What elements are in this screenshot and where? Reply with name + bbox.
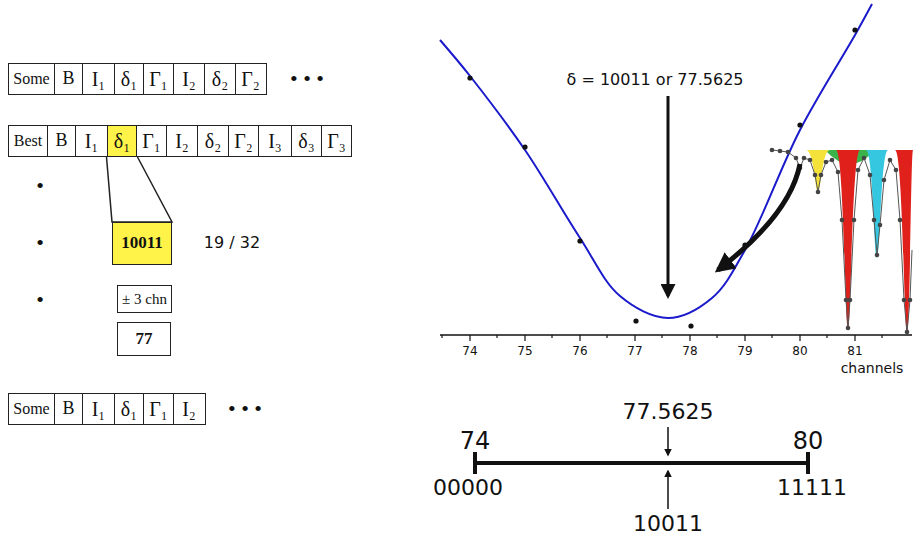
gene-box: δ₁ (107, 125, 138, 157)
gene-box: δ₁ (114, 63, 145, 95)
box-text: I₃ (268, 130, 282, 152)
bullet: • (36, 231, 44, 255)
number-line-min: 74 (460, 428, 491, 454)
box-text: Γ₁ (142, 130, 161, 152)
range-box: ± 3 chn (117, 285, 172, 313)
binary-max: 11111 (777, 476, 847, 500)
box-text: B (62, 399, 74, 419)
binary-value: 10011 (633, 512, 703, 536)
box-text: B (62, 69, 74, 89)
gene-box: I₂ (173, 63, 206, 95)
gene-box: I₂ (173, 393, 206, 425)
box-text: I₂ (182, 68, 196, 90)
box-text: B (55, 131, 67, 151)
ellipsis: • • • (228, 397, 262, 421)
box-text: 10011 (121, 234, 163, 253)
axis-tick-label: 77 (627, 345, 642, 358)
gene-box: B (47, 125, 77, 157)
gene-box: Γ₂ (235, 63, 267, 95)
box-text: δ₁ (114, 130, 130, 152)
fit-curve (440, 4, 872, 318)
box-text: δ₂ (212, 68, 228, 90)
gene-box: Γ₁ (143, 63, 174, 95)
box-text: Γ₃ (327, 130, 346, 152)
box-text: δ₁ (121, 398, 137, 420)
number-line-value: 77.5625 (623, 400, 714, 424)
gene-box: B (54, 63, 84, 95)
gene-box: Best (8, 125, 48, 157)
spectrum-inset (770, 148, 913, 335)
box-text: Γ₂ (234, 130, 253, 152)
ellipsis: • • • (290, 67, 324, 91)
gene-box: B (54, 393, 84, 425)
axis-tick-label: 75 (517, 345, 532, 358)
box-text: I₂ (175, 130, 189, 152)
box-text: δ₁ (121, 68, 137, 90)
box-text: Some (13, 400, 49, 418)
axis-tick-label: 78 (682, 345, 697, 358)
number-line-max: 80 (793, 428, 824, 454)
gene-box: δ₁ (114, 393, 145, 425)
box-text: δ₂ (205, 130, 221, 152)
axis-title: channels (841, 361, 904, 376)
axis-ticks (442, 335, 882, 341)
binary-min: 00000 (433, 476, 503, 500)
axis-tick-label: 81 (847, 345, 862, 358)
data-points (467, 27, 857, 328)
gene-box: Γ₁ (143, 393, 174, 425)
box-text: Some (13, 70, 49, 88)
box-text: 77 (136, 330, 153, 349)
box-text: Γ₁ (149, 68, 168, 90)
fraction-label: 19 / 32 (204, 234, 260, 252)
value-annotation: δ = 10011 or 77.5625 (567, 71, 744, 89)
bullet: • (36, 288, 44, 312)
box-text: I₂ (182, 398, 196, 420)
gene-box: I₁ (82, 63, 115, 95)
box-text: I₁ (92, 68, 106, 90)
gene-box: I₃ (258, 125, 292, 157)
gene-box: δ₂ (204, 63, 236, 95)
axis-tick-label: 79 (737, 345, 752, 358)
gene-box: I₁ (75, 125, 108, 157)
box-text: Best (14, 132, 42, 150)
axis-line (440, 334, 912, 336)
minimum-arrow (667, 96, 670, 296)
box-text: I₁ (85, 130, 99, 152)
gene-box: δ₃ (291, 125, 323, 157)
bullet: • (36, 174, 44, 198)
gene-box: I₁ (82, 393, 115, 425)
zoom-connector (107, 157, 173, 222)
axis-tick-label: 80 (792, 345, 807, 358)
box-text: δ₃ (298, 130, 314, 152)
box-text: Γ₁ (149, 398, 168, 420)
binary-gene-box: 10011 (112, 222, 172, 265)
gene-box: Γ₂ (228, 125, 260, 157)
gene-box: Some (8, 393, 55, 425)
gene-box: δ₂ (197, 125, 229, 157)
gene-box: Γ₃ (321, 125, 352, 157)
box-text: ± 3 chn (122, 291, 167, 308)
box-text: Γ₂ (241, 68, 260, 90)
inset-arrow (718, 164, 800, 270)
axis-tick-label: 76 (572, 345, 587, 358)
gene-box: Some (8, 63, 55, 95)
box-text: I₁ (92, 398, 106, 420)
gene-box: I₂ (166, 125, 199, 157)
gene-box: Γ₁ (136, 125, 167, 157)
number-line (475, 427, 808, 509)
axis-tick-label: 74 (462, 345, 477, 358)
channel-box: 77 (117, 322, 171, 356)
